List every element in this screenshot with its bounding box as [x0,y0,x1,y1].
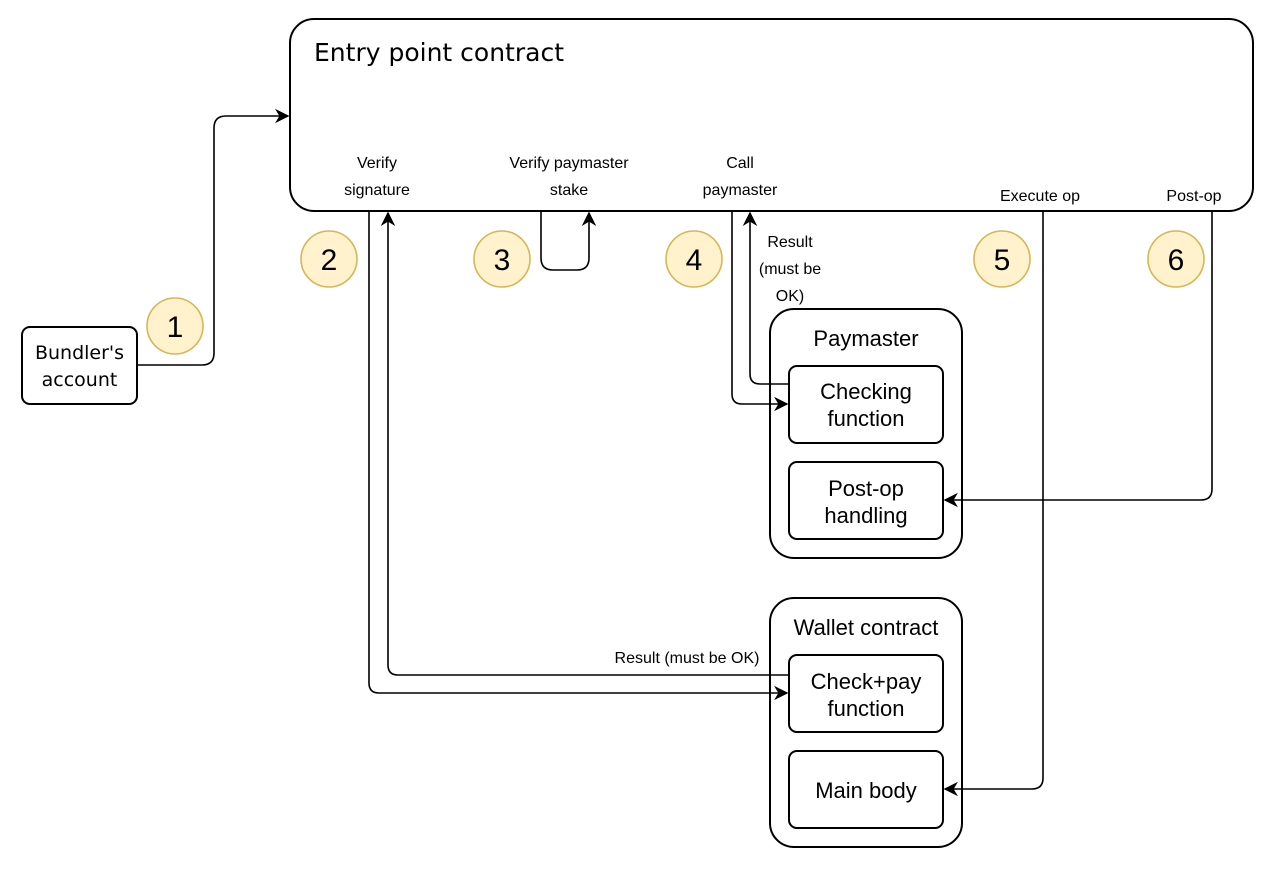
checking-function-line1: Checking [820,379,912,404]
post-op-handling-box: Post-op handling [788,461,944,540]
post-op-arrow [943,211,1213,508]
verify-signature-call-arrow [368,211,789,701]
bundler-label-line1: Bundler's [35,342,124,364]
call-paymaster-label-line1: Call [726,155,754,172]
step-badge-2: 2 [300,230,358,288]
svg-text:6: 6 [1168,244,1185,277]
checking-function-line2: function [827,406,904,431]
svg-text:1: 1 [167,311,184,344]
bundler-account-box: Bundler's account [21,326,138,405]
step-badge-1: 1 [146,297,204,355]
paymaster-box: Paymaster Checking function Post-op hand… [769,308,963,559]
post-op-handling-line1: Post-op [828,476,904,501]
check-pay-line1: Check+pay [811,669,922,694]
entry-point-title: Entry point contract [314,38,564,67]
paymaster-result-label-line1: Result [767,234,813,251]
verify-stake-loop-arrow [540,211,597,271]
check-pay-function-box: Check+pay function [788,654,944,733]
checking-function-box: Checking function [788,365,944,444]
verify-paymaster-stake-label-line1: Verify paymaster [509,155,629,172]
verify-signature-label-line1: Verify [357,155,397,172]
main-body-box: Main body [788,750,944,829]
main-body-label: Main body [815,778,917,803]
bundler-label-line2: account [42,369,118,391]
check-pay-line2: function [827,696,904,721]
wallet-result-label: Result (must be OK) [615,650,760,667]
paymaster-title: Paymaster [813,326,918,351]
post-op-handling-line2: handling [824,503,907,528]
execute-op-label: Execute op [1000,188,1080,205]
svg-text:4: 4 [686,244,703,277]
step-badge-3: 3 [473,230,531,288]
step-badge-6: 6 [1147,230,1205,288]
entry-point-contract: Entry point contract Verify signature Ve… [289,18,1254,212]
verify-signature-result-arrow [380,211,789,676]
step-badge-5: 5 [973,230,1031,288]
execute-op-arrow [943,211,1044,797]
call-paymaster-arrow [731,211,789,412]
verify-signature-label-line2: signature [344,182,410,199]
paymaster-result-arrow [742,211,789,385]
paymaster-result-label-line3: OK) [776,288,804,305]
call-paymaster-label-line2: paymaster [703,182,778,199]
svg-text:2: 2 [321,244,338,277]
paymaster-result-label-line2: (must be [759,261,821,278]
post-op-label: Post-op [1166,188,1221,205]
wallet-contract-box: Wallet contract Check+pay function Main … [769,597,963,848]
verify-paymaster-stake-label-line2: stake [550,182,588,199]
svg-text:3: 3 [494,244,511,277]
svg-text:5: 5 [994,244,1011,277]
wallet-title: Wallet contract [794,615,939,640]
step-badge-4: 4 [665,230,723,288]
bundler-to-entry-arrow [137,108,290,366]
